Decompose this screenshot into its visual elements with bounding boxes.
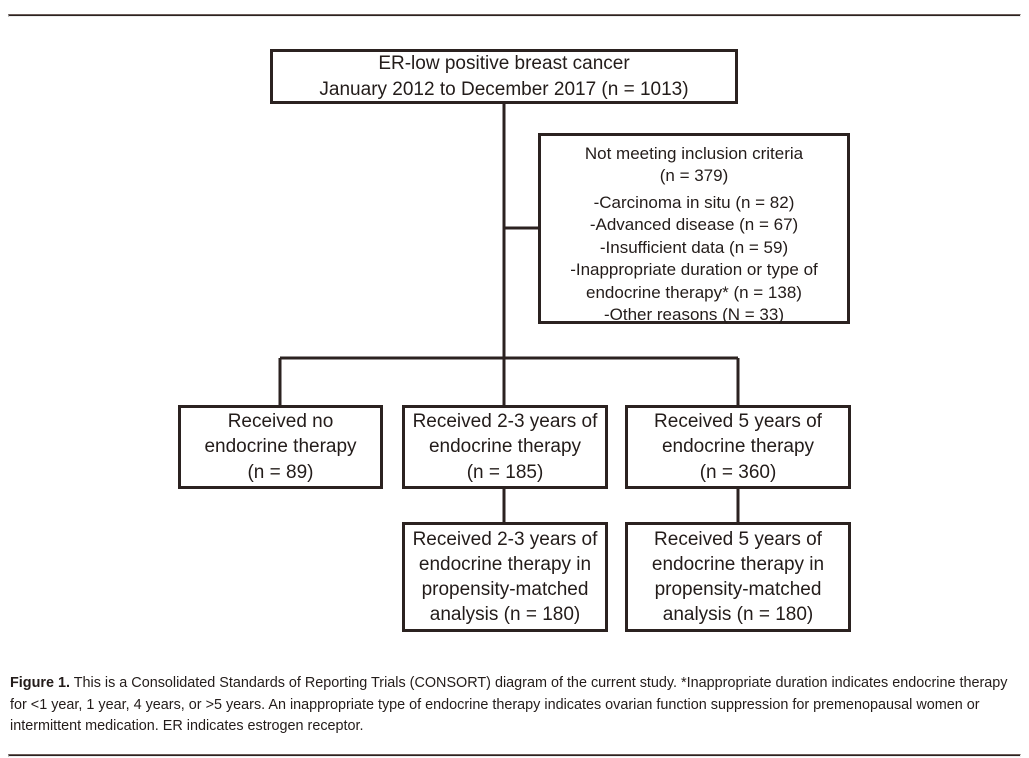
arm-long-line-1: Received 5 years of (654, 411, 822, 433)
excluded-reason-carcinoma-in-situ: -Carcinoma in situ (n = 82) (593, 192, 795, 212)
top-divider-rule (8, 14, 1021, 17)
node-arm-two-to-three-years: Received 2-3 years of endocrine therapy … (402, 405, 608, 489)
matched-short-count: analysis (n = 180) (429, 604, 581, 626)
matched-short-line-3: propensity-matched (421, 579, 589, 600)
matched-long-line-1: Received 5 years of (654, 528, 822, 550)
arm-long-line-2: endocrine therapy (661, 436, 815, 458)
matched-short-line-1: Received 2-3 years of (412, 528, 598, 550)
excluded-reason-insufficient-data: -Insufficient data (n = 59) (599, 237, 789, 257)
node-matched-five-years: Received 5 years of endocrine therapy in… (625, 522, 851, 632)
node-excluded-criteria: Not meeting inclusion criteria (n = 379)… (538, 133, 850, 324)
node-matched-two-to-three-years: Received 2-3 years of endocrine therapy … (402, 522, 608, 632)
node-source-population: ER-low positive breast cancer January 20… (270, 49, 738, 104)
excluded-reason-other: -Other reasons (N = 33) (604, 305, 784, 325)
arm-none-line-2: endocrine therapy (204, 436, 357, 458)
figure-caption-label: Figure 1. (10, 675, 70, 692)
arm-short-line-1: Received 2-3 years of (412, 411, 598, 433)
arm-long-count: (n = 360) (699, 461, 777, 483)
source-line-1: ER-low positive breast cancer (378, 53, 630, 75)
node-arm-five-years: Received 5 years of endocrine therapy (n… (625, 405, 851, 489)
figure-caption: Figure 1. This is a Consolidated Standar… (10, 673, 1022, 737)
excluded-heading-line-2: (n = 379) (659, 166, 729, 186)
node-arm-no-therapy: Received no endocrine therapy (n = 89) (178, 405, 383, 489)
source-line-2: January 2012 to December 2017 (n = 1013) (319, 78, 689, 100)
matched-long-line-3: propensity-matched (654, 579, 822, 600)
excluded-reason-inappropriate-therapy-line-1: -Inappropriate duration or type of (570, 260, 818, 280)
consort-flow-diagram: ER-low positive breast cancer January 20… (178, 49, 851, 632)
matched-long-line-2: endocrine therapy in (651, 553, 825, 575)
figure-caption-text: This is a Consolidated Standards of Repo… (10, 675, 1008, 735)
arm-none-count: (n = 89) (247, 461, 314, 483)
arm-short-line-2: endocrine therapy (428, 436, 582, 458)
arm-short-count: (n = 185) (466, 461, 544, 483)
excluded-reason-advanced-disease: -Advanced disease (n = 67) (589, 215, 799, 235)
bottom-divider-rule (8, 754, 1021, 757)
excluded-reason-inappropriate-therapy-line-2: endocrine therapy* (n = 138) (586, 282, 802, 302)
matched-long-count: analysis (n = 180) (662, 604, 814, 626)
matched-short-line-2: endocrine therapy in (418, 553, 592, 575)
flow-connector-lines (278, 104, 740, 522)
excluded-heading-line-1: Not meeting inclusion criteria (584, 144, 804, 163)
excluded-reason-list: -Carcinoma in situ (n = 82) -Advanced di… (541, 192, 847, 327)
arm-none-line-1: Received no (227, 411, 334, 433)
